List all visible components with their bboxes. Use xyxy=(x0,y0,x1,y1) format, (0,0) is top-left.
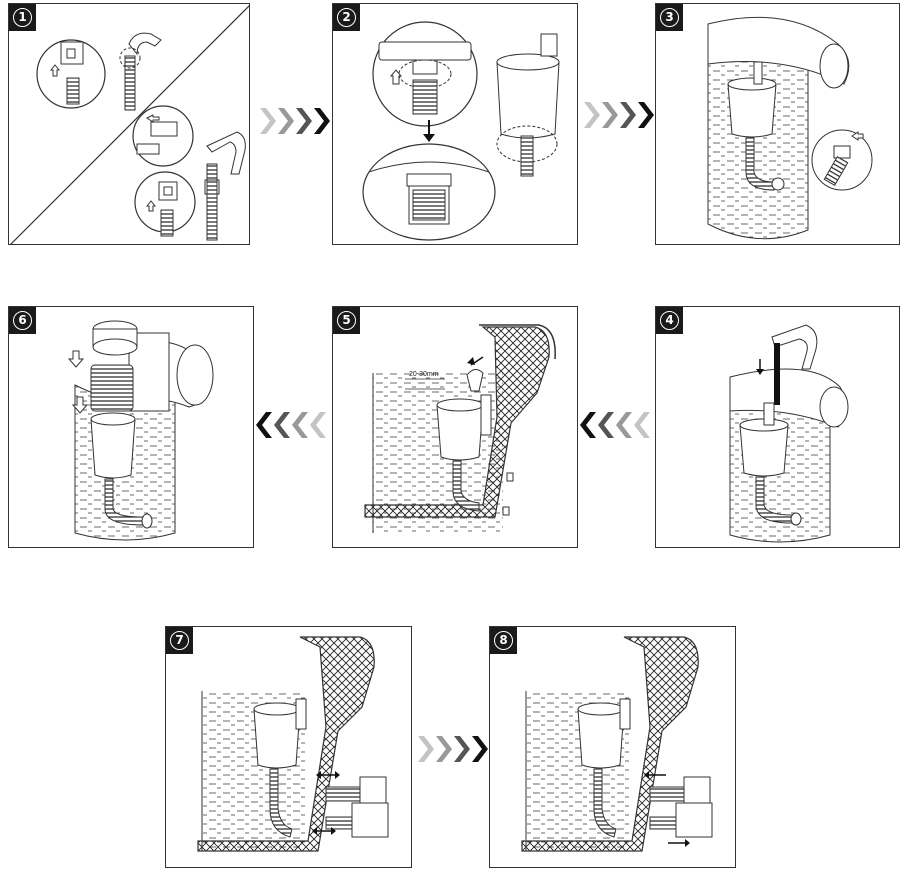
step-panel-5: 5 20-30mm xyxy=(332,306,578,548)
chevron-right-icon xyxy=(314,108,330,134)
step-panel-1: 1 xyxy=(8,3,250,245)
flow-arrows-7-8 xyxy=(418,736,488,762)
chevron-right-icon xyxy=(418,736,434,762)
chevron-right-icon xyxy=(584,102,600,128)
chevron-right-icon xyxy=(602,102,618,128)
step-badge-2: 2 xyxy=(333,4,360,31)
chevron-left-icon xyxy=(580,412,596,438)
step-1-illustration xyxy=(10,5,249,244)
step-5-illustration xyxy=(364,324,556,533)
step-panel-3: 3 xyxy=(655,3,900,245)
chevron-right-icon xyxy=(454,736,470,762)
chevron-left-icon xyxy=(292,412,308,438)
chevron-left-icon xyxy=(598,412,614,438)
step-badge-4: 4 xyxy=(656,307,683,334)
chevron-left-icon xyxy=(616,412,632,438)
step-panel-8: 8 xyxy=(489,626,736,868)
chevron-right-icon xyxy=(436,736,452,762)
chevron-left-icon xyxy=(310,412,326,438)
chevron-right-icon xyxy=(278,108,294,134)
step-badge-6: 6 xyxy=(9,307,36,334)
chevron-right-icon xyxy=(472,736,488,762)
step-panel-4: 4 xyxy=(655,306,900,548)
step-badge-7: 7 xyxy=(166,627,193,654)
step-badge-3: 3 xyxy=(656,4,683,31)
chevron-right-icon xyxy=(620,102,636,128)
flow-arrows-4-5 xyxy=(580,412,650,438)
chevron-left-icon xyxy=(274,412,290,438)
water-gap-label: 20-30mm xyxy=(409,371,439,378)
step-2-illustration xyxy=(362,21,560,241)
step-7-illustration xyxy=(197,636,389,852)
flow-arrows-1-2 xyxy=(260,108,330,134)
step-badge-5: 5 xyxy=(333,307,360,334)
step-badge-8: 8 xyxy=(490,627,517,654)
step-3-illustration xyxy=(707,16,873,240)
chevron-right-icon xyxy=(296,108,312,134)
step-4-illustration xyxy=(729,324,849,543)
step-8-illustration xyxy=(521,636,713,852)
flow-arrows-5-6 xyxy=(256,412,326,438)
step-panel-2: 2 xyxy=(332,3,578,245)
step-badge-1: 1 xyxy=(9,4,36,31)
step-6-illustration xyxy=(67,320,214,541)
chevron-right-icon xyxy=(260,108,276,134)
chevron-left-icon xyxy=(634,412,650,438)
chevron-left-icon xyxy=(256,412,272,438)
step-panel-6: 6 xyxy=(8,306,254,548)
step-panel-7: 7 xyxy=(165,626,412,868)
chevron-right-icon xyxy=(638,102,654,128)
flow-arrows-2-3 xyxy=(584,102,654,128)
